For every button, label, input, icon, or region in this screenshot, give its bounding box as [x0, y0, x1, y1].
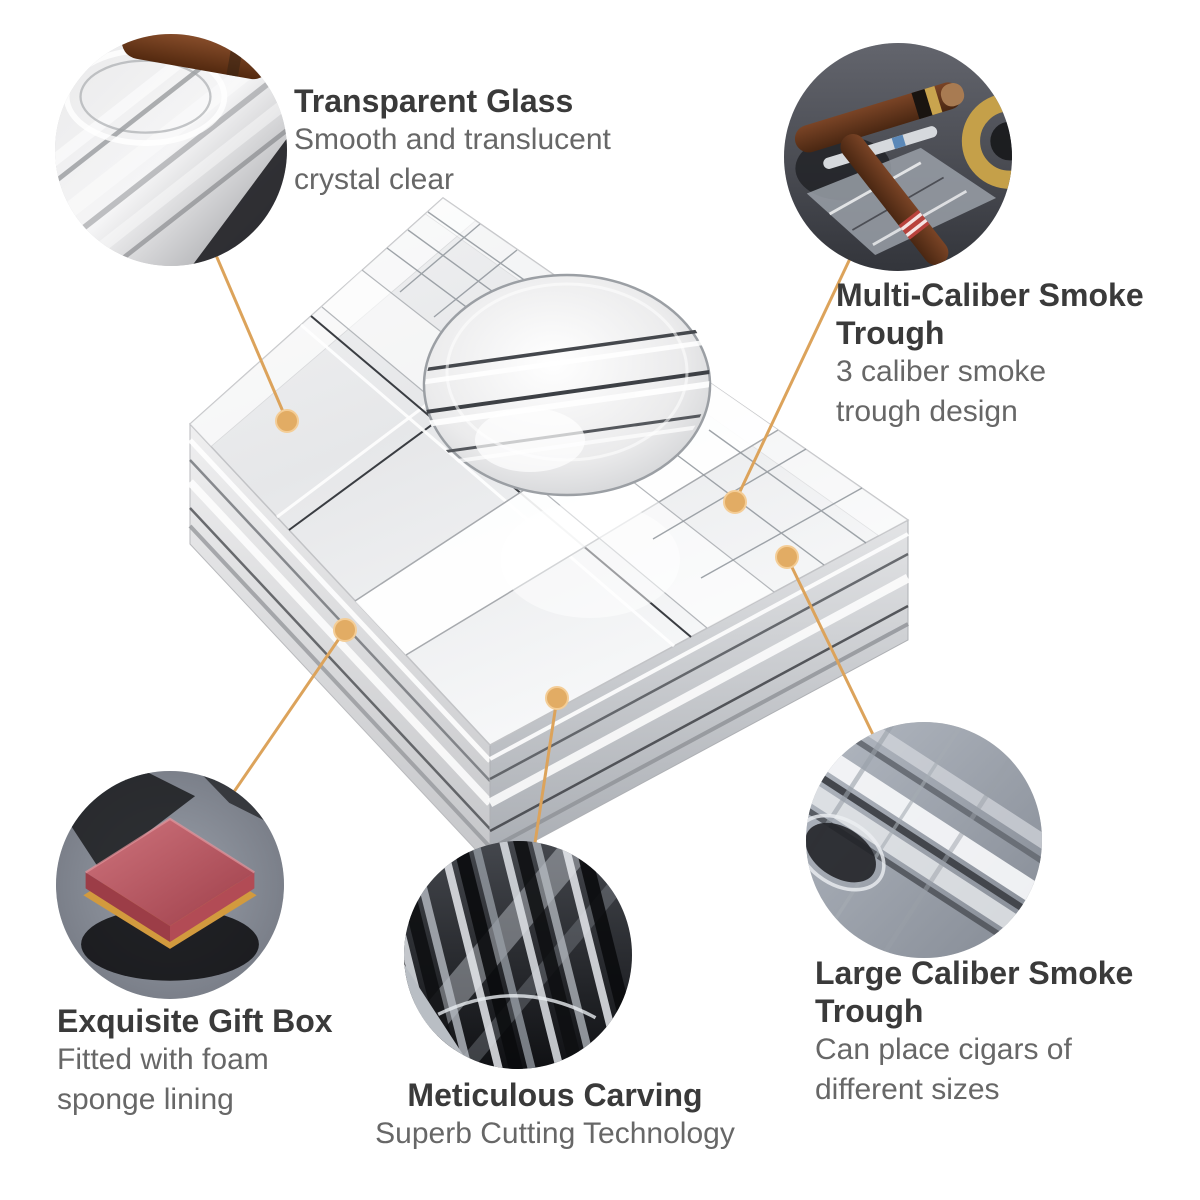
inset-photo-transparent-glass	[55, 34, 287, 266]
inset-photo-carving	[404, 841, 632, 1069]
feature-desc-line: Fitted with foam	[57, 1043, 269, 1076]
feature-title: Large Caliber Smoke	[815, 955, 1134, 991]
callout-dots	[275, 409, 799, 710]
callout-dot-transparent-glass	[275, 409, 299, 433]
feature-desc-line: 3 caliber smoke	[836, 355, 1047, 388]
inset-photo-large-caliber	[806, 722, 1042, 958]
red-gift-box-image	[56, 771, 284, 999]
callout-transparent-glass: Transparent Glass Smooth and translucent…	[294, 82, 611, 200]
feature-title: Multi-Caliber Smoke	[836, 277, 1144, 313]
inset-photo-multi-caliber	[784, 43, 1012, 271]
feature-desc-line: Superb Cutting Technology	[375, 1117, 735, 1150]
inset-photo-gift-box	[56, 771, 284, 999]
cigar-small-image	[840, 134, 949, 266]
crystal-ashtray-image	[187, 197, 911, 867]
carving-ribs	[404, 841, 632, 1069]
feature-desc-line: Smooth and translucent	[294, 123, 611, 156]
callout-dot-multi-caliber	[723, 490, 747, 514]
callout-large-caliber: Large Caliber Smoke Trough Can place cig…	[815, 954, 1133, 1110]
cigar-large-image	[794, 82, 965, 153]
ashtray-left-face	[187, 422, 493, 867]
glass-facet-stripes	[55, 34, 287, 266]
feature-title: Transparent Glass	[294, 83, 574, 119]
feature-desc-line: Can place cigars of	[815, 1033, 1072, 1066]
callout-gift-box: Exquisite Gift Box Fitted with foam spon…	[57, 1002, 333, 1120]
feature-desc-line: different sizes	[815, 1073, 1000, 1106]
ashtray-ball-depression	[410, 273, 724, 497]
carved-glass-closeup-image	[404, 841, 632, 1069]
feature-desc-line: sponge lining	[57, 1083, 234, 1116]
feature-title: Trough	[815, 993, 924, 1029]
callout-carving: Meticulous Carving Superb Cutting Techno…	[330, 1076, 780, 1154]
glass-cigar-closeup-image	[55, 34, 287, 266]
cigars-on-ashtray-image	[784, 43, 1012, 271]
callout-multi-caliber: Multi-Caliber Smoke Trough 3 caliber smo…	[836, 276, 1144, 432]
feature-desc-line: trough design	[836, 395, 1018, 428]
feature-title: Trough	[836, 315, 945, 351]
trough-channels	[806, 722, 1042, 958]
gift-box-image	[83, 817, 257, 949]
callout-dot-large-caliber	[775, 545, 799, 569]
callout-dot-carving	[545, 686, 569, 710]
carved-arc	[437, 994, 597, 1020]
feature-title: Exquisite Gift Box	[57, 1003, 333, 1039]
feature-title: Meticulous Carving	[407, 1077, 703, 1113]
feature-desc-line: crystal clear	[294, 163, 455, 196]
large-trough-closeup-image	[806, 722, 1042, 958]
trough-mouth	[806, 813, 886, 892]
callout-dot-gift-box	[333, 618, 357, 642]
